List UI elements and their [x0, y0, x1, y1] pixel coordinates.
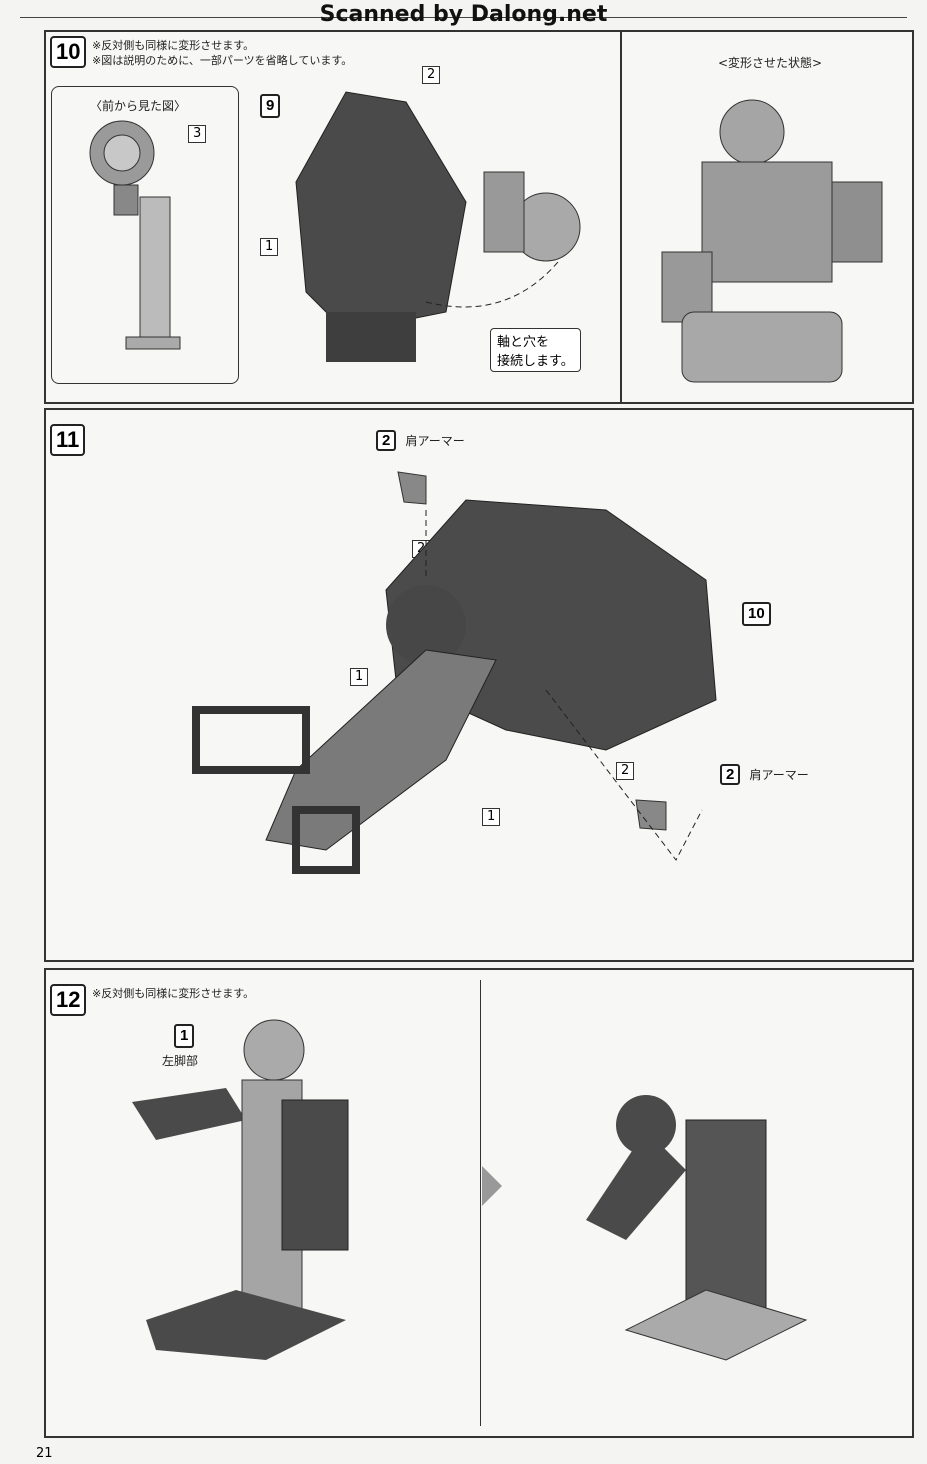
- part-num: 1: [174, 1024, 195, 1048]
- step-12-illustration: [132, 1019, 808, 1361]
- note: ※反対側も同様に変形させます。: [92, 39, 255, 52]
- part-num: 2: [720, 764, 741, 785]
- transformed-state-illustration: [661, 99, 883, 383]
- part-label: 肩アーマー: [749, 768, 809, 782]
- step-number: 11: [50, 424, 86, 456]
- part-num: 2: [376, 430, 397, 451]
- result-title: <変形させた状態>: [718, 56, 823, 70]
- watermark: Scanned by Dalong.net: [319, 2, 608, 27]
- callout: 2: [422, 66, 441, 84]
- part-ref: 10: [742, 602, 771, 626]
- note-line: 接続します。: [497, 354, 574, 369]
- callout: 1: [350, 668, 369, 686]
- note-line: 軸と穴を: [497, 335, 550, 350]
- front-view-illustration: [89, 120, 181, 350]
- step-number: 10: [50, 36, 87, 68]
- step-10-illustration: [295, 91, 581, 362]
- step-11-panel: 11 2 肩アーマー 10 1 2 1 2 2 肩アーマー: [44, 408, 914, 962]
- callout: 2: [616, 762, 635, 780]
- step-11-illustration: [192, 471, 717, 874]
- step-10-panel: 10 ※反対側も同様に変形させます。 ※図は説明のために、一部パーツを省略してい…: [44, 30, 914, 404]
- part-label: 肩アーマー: [405, 434, 465, 448]
- header-rule: [20, 17, 907, 18]
- callout: 3: [188, 125, 207, 143]
- inset-title: 〈前から見た図〉: [90, 99, 187, 113]
- shoulder-armor-label: 2 肩アーマー: [376, 430, 465, 451]
- callout: 1: [482, 808, 501, 826]
- step-note: ※反対側も同様に変形させます。: [92, 987, 255, 1000]
- note: ※図は説明のために、一部パーツを省略しています。: [92, 54, 353, 67]
- connect-note: 軸と穴を 接続します。: [490, 328, 581, 372]
- step-notes: ※反対側も同様に変形させます。 ※図は説明のために、一部パーツを省略しています。: [92, 38, 352, 68]
- callout: 1: [260, 238, 279, 256]
- divider: [620, 32, 622, 402]
- front-view-inset: 〈前から見た図〉 3: [51, 86, 239, 384]
- part-ref: 9: [260, 94, 281, 118]
- divider: [480, 980, 481, 1426]
- step-12-panel: 12 ※反対側も同様に変形させます。 1 左脚部: [44, 968, 914, 1438]
- page-number: 21: [36, 1446, 53, 1461]
- step-number: 12: [50, 984, 87, 1016]
- part-label: 左脚部: [162, 1054, 199, 1068]
- shoulder-armor-label: 2 肩アーマー: [720, 764, 809, 785]
